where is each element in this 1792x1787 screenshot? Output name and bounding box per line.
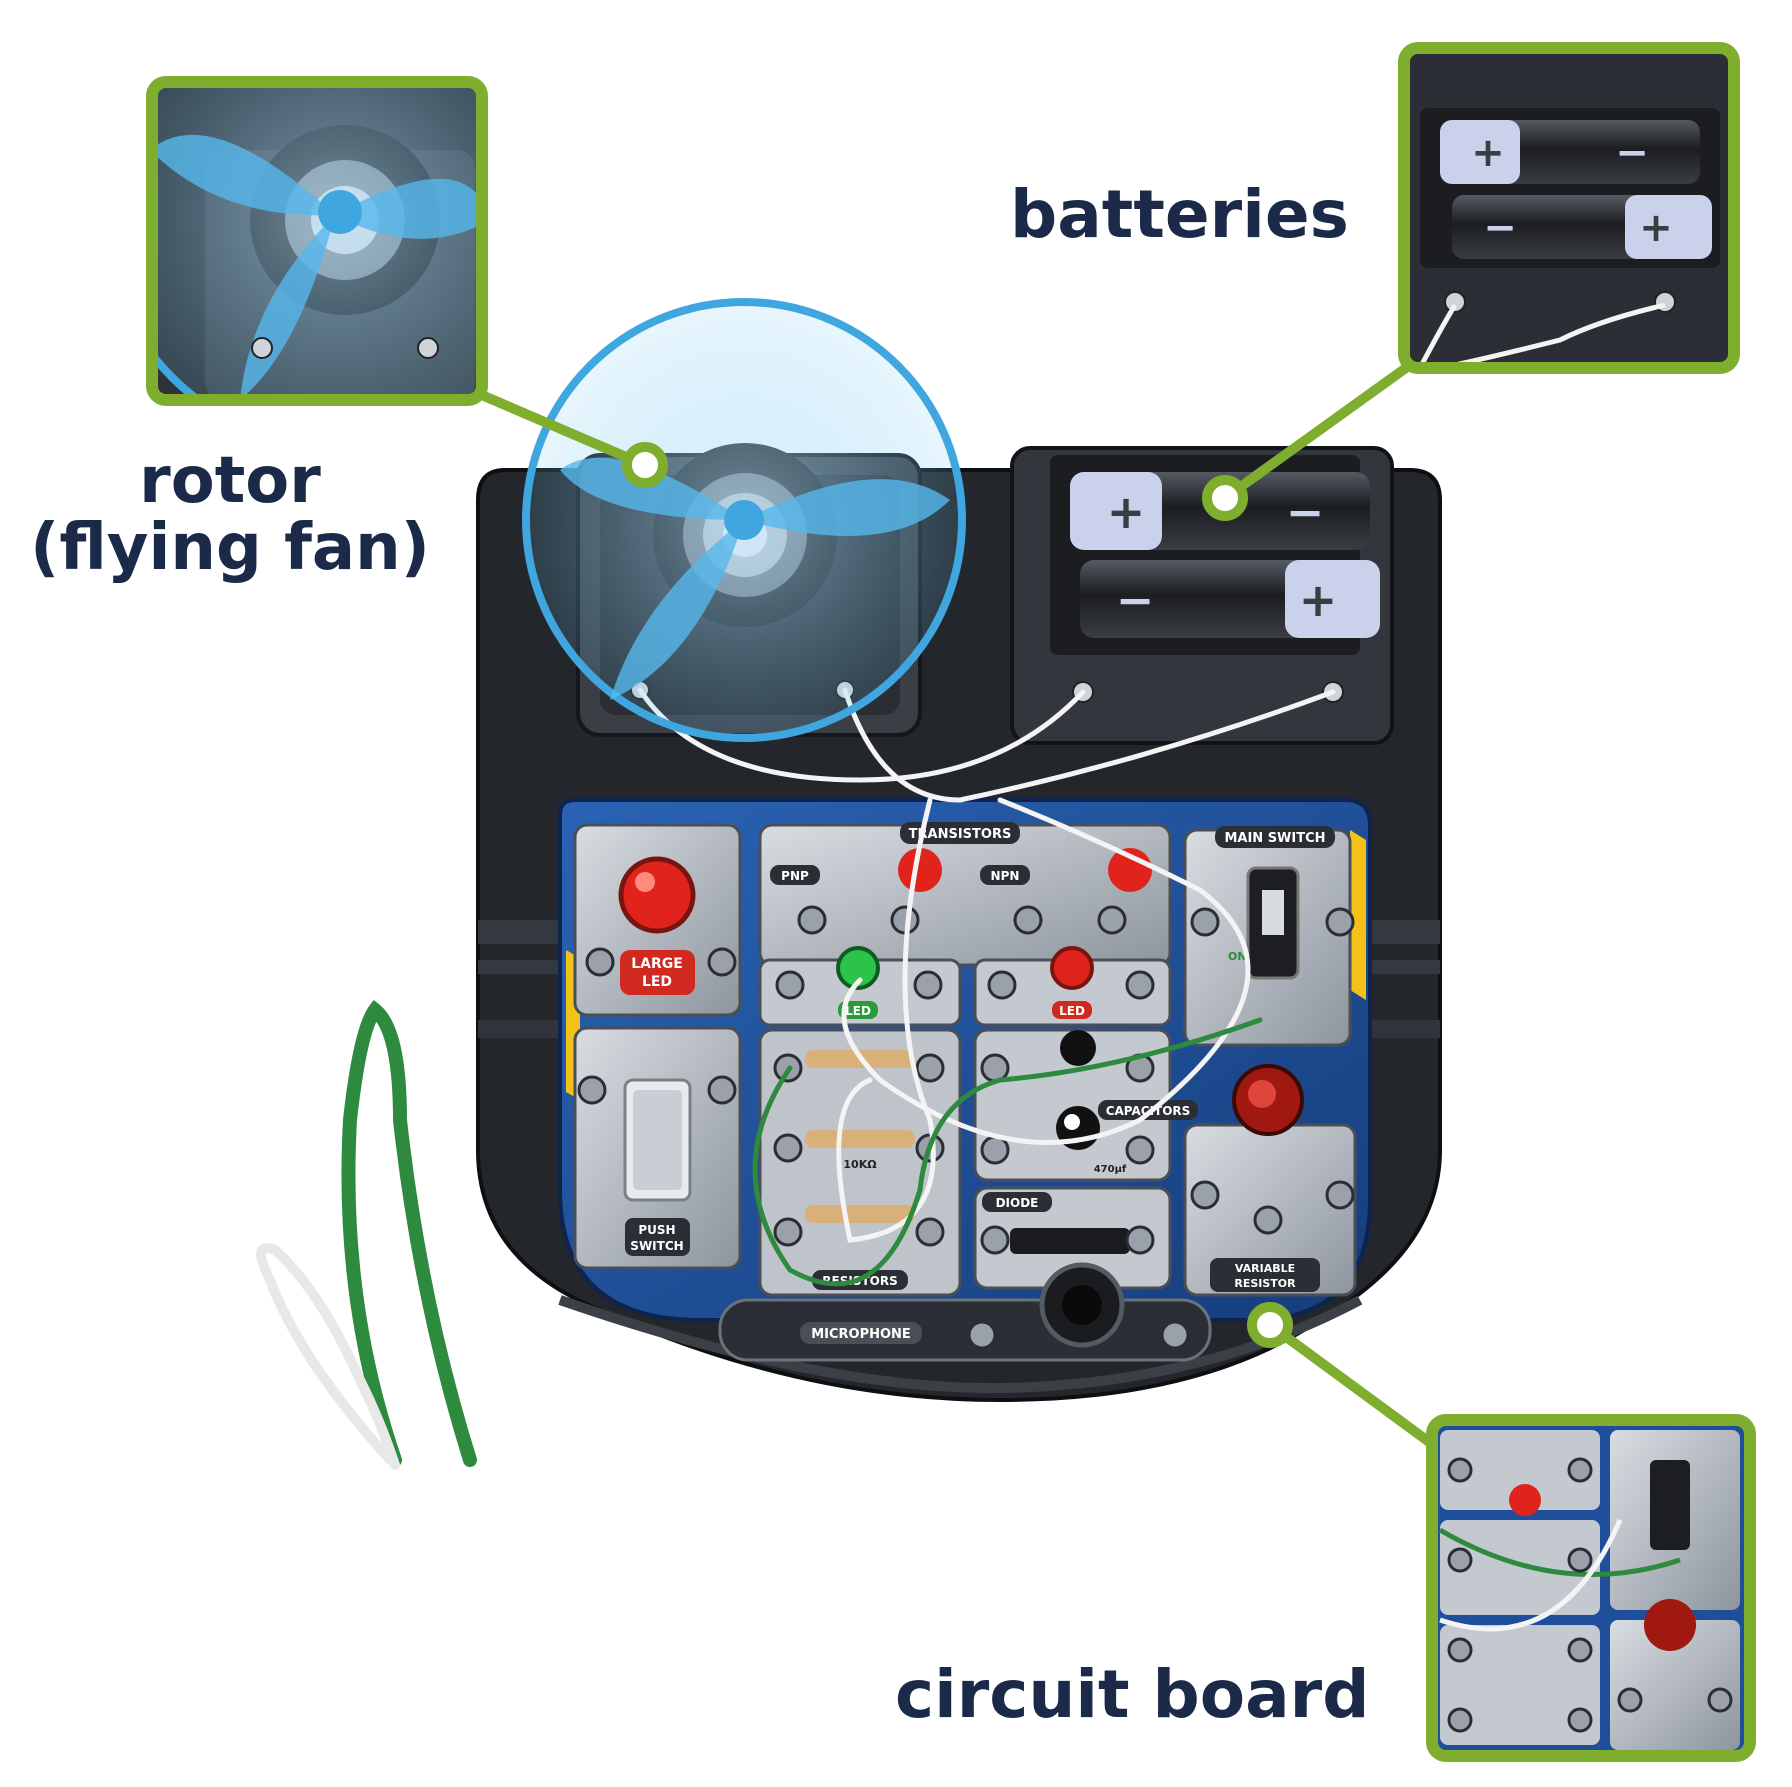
push-switch-label-2: SWITCH: [630, 1239, 683, 1253]
battery-holder: + − + −: [1010, 446, 1394, 745]
large-led-label-1: LARGE: [631, 956, 683, 972]
batteries-inset: + − + −: [1398, 42, 1740, 374]
battery-minus-sign: −: [1286, 485, 1325, 539]
red-led-label: LED: [1059, 1004, 1085, 1018]
resistor-3: [805, 1205, 915, 1223]
green-led-label: LED: [845, 1004, 871, 1018]
large-led-light: [618, 856, 696, 934]
battery-minus-sign: −: [1116, 573, 1155, 627]
push-switch-label-1: PUSH: [638, 1223, 675, 1237]
batteries-inset-frame: [1398, 42, 1740, 374]
rotor-label-line1: rotor: [139, 444, 321, 518]
main-switch-label: MAIN SWITCH: [1224, 831, 1325, 846]
diode-component: [1010, 1228, 1130, 1254]
variable-resistor-label-1: VARIABLE: [1235, 1262, 1295, 1275]
spring-terminals: [577, 905, 1355, 1350]
green-led-light: [836, 946, 880, 990]
battery-plus-sign: +: [1107, 485, 1146, 539]
spare-wires: [256, 1000, 477, 1470]
diode-label: DIODE: [996, 1196, 1039, 1210]
callout-markers: [622, 442, 1293, 1348]
rotor-fan: [522, 298, 966, 742]
circuit-board-inset: [1426, 1414, 1756, 1762]
rotor-label-line2: (flying fan): [30, 511, 430, 586]
variable-resistor-label-2: RESISTOR: [1234, 1277, 1296, 1290]
red-led-light: [1050, 946, 1094, 990]
connecting-wires: [637, 687, 1336, 1287]
battery-minus-sign: −: [1483, 205, 1517, 251]
pnp-transistor-icon: [898, 848, 942, 892]
rotor-inset-frame: [146, 76, 488, 406]
rotor-inset: [146, 76, 488, 406]
resistor-2: [805, 1130, 915, 1148]
capacitor-1: [1060, 1030, 1096, 1066]
main-switch-on-label: ON: [1228, 950, 1247, 963]
large-led-label-2: LED: [642, 974, 672, 990]
circuit-board-label: circuit board: [895, 1656, 1370, 1733]
battery-plus-sign: +: [1299, 573, 1338, 627]
capacitor-value-label: 470µf: [1094, 1164, 1127, 1175]
battery-plus-sign: +: [1471, 130, 1505, 176]
resistors-module: [758, 1028, 962, 1297]
battery-minus-sign: −: [1615, 130, 1649, 176]
resistor-value-label: 10KΩ: [843, 1158, 877, 1171]
battery-plus-sign: +: [1639, 205, 1673, 251]
microphone-label: MICROPHONE: [811, 1327, 911, 1342]
transistors-label: TRANSISTORS: [909, 827, 1012, 842]
pnp-label: PNP: [781, 869, 809, 883]
circuit-board-inset-frame: [1426, 1414, 1756, 1762]
batteries-label: batteries: [1010, 176, 1349, 253]
npn-label: NPN: [991, 869, 1020, 883]
rotor-label: rotor (flying fan): [20, 444, 440, 586]
circuit-panel: LARGE LED TRANSISTORS PNP NPN MAIN SWITC…: [558, 798, 1372, 1362]
callout-leader-lines: [468, 360, 1443, 1455]
microphone-strip: [718, 1298, 1212, 1362]
